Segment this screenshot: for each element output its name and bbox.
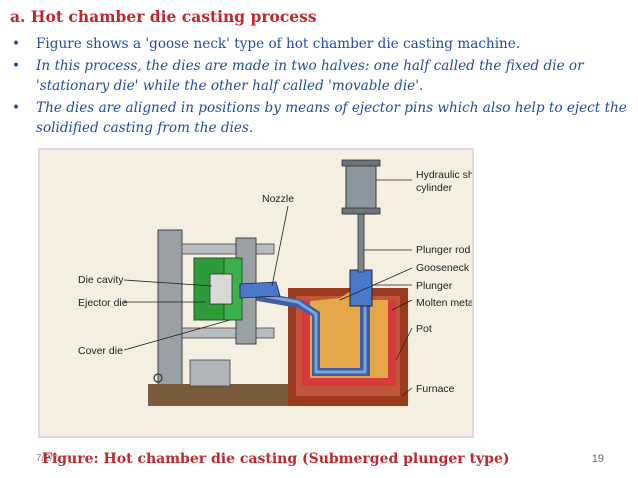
leader-lines xyxy=(123,179,413,397)
bullet-icon: • xyxy=(12,36,21,52)
bullet-list: • Figure shows a 'goose neck' type of ho… xyxy=(10,34,630,140)
cylinder-cap xyxy=(341,159,381,167)
bullet-text: The dies are aligned in positions by mea… xyxy=(36,100,627,136)
bullet-item: • In this process, the dies are made in … xyxy=(10,56,630,96)
hydraulic-cylinder xyxy=(345,161,377,215)
label-molten-metal: Molten metal xyxy=(416,297,472,309)
label-gooseneck: Gooseneck xyxy=(416,262,470,274)
bullet-text: In this process, the dies are made in tw… xyxy=(36,58,584,94)
machine-support xyxy=(189,359,231,387)
label-cover-die: Cover die xyxy=(78,345,123,357)
figure-caption: Figure: Hot chamber die casting (Submerg… xyxy=(42,451,510,467)
plunger xyxy=(349,269,373,307)
die-casting-diagram: Hydraulic shot cylinder Nozzle Plunger r… xyxy=(78,159,472,406)
label-nozzle: Nozzle xyxy=(262,193,294,205)
label-cylinder: cylinder xyxy=(416,182,453,194)
bullet-icon: • xyxy=(12,58,21,74)
bullet-icon: • xyxy=(12,100,21,116)
bullet-text: Figure shows a 'goose neck' type of hot … xyxy=(36,36,521,52)
label-pot: Pot xyxy=(416,323,432,335)
slide-title: a. Hot chamber die casting process xyxy=(10,7,317,26)
gooseneck-highlight xyxy=(241,290,367,374)
label-plunger-rod: Plunger rod xyxy=(416,244,470,256)
adjust-knob-icon xyxy=(153,373,163,383)
cylinder-base xyxy=(341,207,381,215)
bullet-item: • Figure shows a 'goose neck' type of ho… xyxy=(10,34,630,54)
machine-platen-left xyxy=(157,229,183,393)
page-number: 19 xyxy=(591,453,604,465)
bullet-item: • The dies are aligned in positions by m… xyxy=(10,98,630,138)
label-hydraulic-shot: Hydraulic shot xyxy=(416,169,472,181)
label-die-cavity: Die cavity xyxy=(78,274,124,286)
label-ejector-die: Ejector die xyxy=(78,297,128,309)
nozzle xyxy=(239,281,281,299)
machine-base xyxy=(148,384,288,406)
slide-date: 7/2/2 xyxy=(36,453,59,464)
tie-bar-bottom xyxy=(181,327,275,339)
figure-frame: Hydraulic shot cylinder Nozzle Plunger r… xyxy=(38,148,474,438)
die-cavity xyxy=(209,273,233,305)
plunger-rod xyxy=(357,209,365,273)
tie-bar-top xyxy=(181,243,275,255)
label-furnace: Furnace xyxy=(416,383,455,395)
label-plunger: Plunger xyxy=(416,280,453,292)
